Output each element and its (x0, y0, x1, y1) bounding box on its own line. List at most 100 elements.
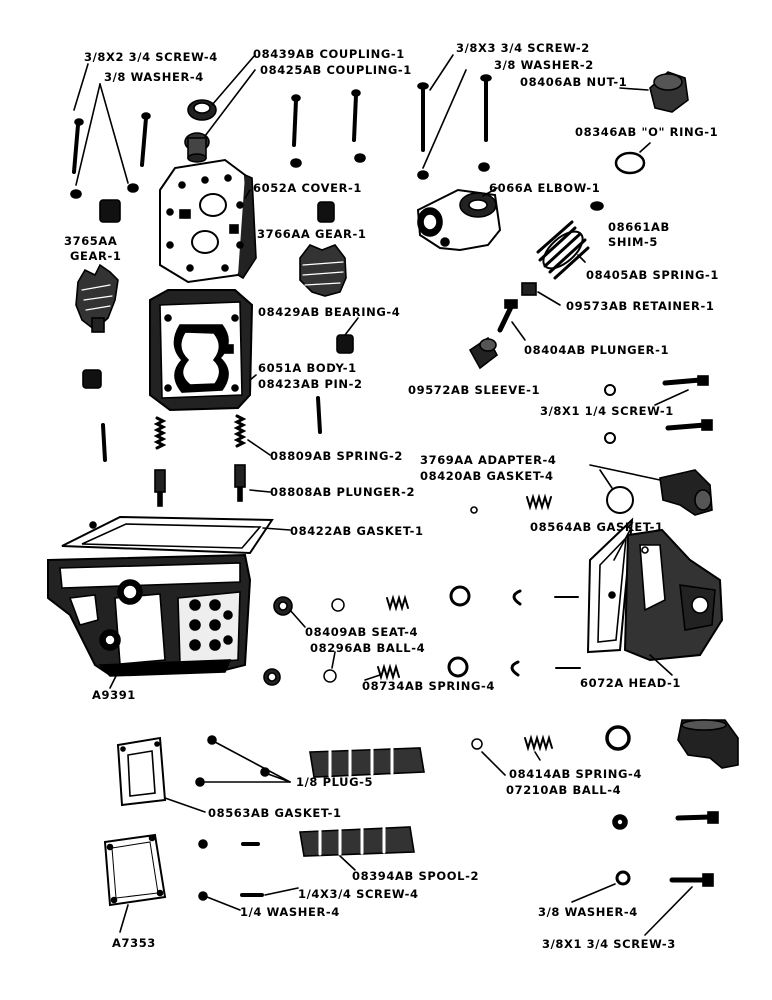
screw-part (140, 112, 151, 167)
label-retainer-09573: 09573AB RETAINER-1 (566, 299, 715, 313)
label-plunger-08404: 08404AB PLUNGER-1 (524, 343, 670, 357)
label-nut-08406: 08406AB NUT-1 (520, 75, 628, 89)
label-cover-6052: 6052A COVER-1 (253, 181, 363, 195)
gasket-part (586, 517, 634, 654)
screw-part (675, 811, 719, 824)
coupling-part (184, 132, 210, 163)
label-spool-08394: 08394AB SPOOL-2 (352, 869, 480, 883)
spring-part (377, 493, 553, 752)
head-part (623, 528, 724, 662)
spool-part (299, 747, 425, 857)
washer-part (354, 153, 366, 163)
ball-part (471, 738, 483, 750)
label-washer-38-2: 3/8 WASHER-2 (494, 58, 594, 72)
o-ring-part (447, 656, 469, 678)
label-screw-38x234: 3/8X2 3/4 SCREW-4 (84, 50, 218, 64)
washer-part (290, 158, 302, 168)
clip-part (512, 589, 522, 606)
washer-part (127, 183, 139, 193)
label-plug-18: 1/8 PLUG-5 (296, 775, 374, 789)
label-shim-part-number: 08661AB (608, 220, 670, 234)
label-screw-38x334: 3/8X3 3/4 SCREW-2 (456, 41, 590, 55)
o-ring-part (614, 151, 646, 175)
screw-part (351, 89, 361, 142)
screw-part (291, 94, 301, 147)
cover-plate-part (103, 833, 167, 907)
plunger-part (154, 464, 246, 507)
label-seat-08409: 08409AB SEAT-4 (305, 625, 419, 639)
label-gear-3765-qty: GEAR-1 (70, 249, 122, 263)
label-spring-08405: 08405AB SPRING-1 (586, 268, 719, 282)
label-a9391: A9391 (92, 688, 136, 702)
label-gear-3766: 3766AA GEAR-1 (257, 227, 367, 241)
nut-part (649, 71, 689, 113)
label-washer-38: 3/8 WASHER-4 (104, 70, 204, 84)
label-washer-38-4b: 3/8 WASHER-4 (538, 905, 638, 919)
sleeve-part (468, 336, 499, 370)
clip-part (510, 660, 520, 677)
washer-part (417, 170, 429, 180)
label-pin-08423: 08423AB PIN-2 (258, 377, 363, 391)
shim-part (590, 201, 604, 211)
cover-part (159, 158, 257, 284)
label-spring-08414: 08414AB SPRING-4 (509, 767, 642, 781)
spring-part (536, 220, 590, 280)
retainer-part (521, 282, 537, 296)
screw-part (480, 74, 492, 142)
label-elbow-6066: 6066A ELBOW-1 (489, 181, 601, 195)
o-ring-part (605, 725, 631, 751)
ball-part (331, 598, 345, 612)
coupling-part (187, 99, 217, 121)
screw-part (72, 118, 84, 174)
screw-part (240, 842, 264, 897)
label-spring-08809: 08809AB SPRING-2 (270, 449, 403, 463)
label-gasket-08420: 08420AB GASKET-4 (420, 469, 554, 483)
label-adapter-3769: 3769AA ADAPTER-4 (420, 453, 557, 467)
label-gear-3765-part-number: 3765AA (64, 234, 118, 248)
label-ball-07210: 07210AB BALL-4 (506, 783, 622, 797)
label-gasket-08563: 08563AB GASKET-1 (208, 806, 342, 820)
label-plunger-08808: 08808AB PLUNGER-2 (270, 485, 416, 499)
adapter-part (677, 719, 739, 769)
gasket-part (61, 515, 274, 555)
screw-part (662, 375, 709, 386)
label-washer-14: 1/4 WASHER-4 (240, 905, 340, 919)
bearing-part (82, 369, 102, 389)
label-bearing-08429: 08429AB BEARING-4 (258, 305, 401, 319)
label-head-6072: 6072A HEAD-1 (580, 676, 682, 690)
adapter-part (659, 469, 713, 516)
gear-part (299, 201, 347, 297)
label-screw-38x114: 3/8X1 1/4 SCREW-1 (540, 404, 674, 418)
label-a7353: A7353 (112, 936, 156, 950)
screw-part (665, 419, 713, 431)
label-screw-38x134: 3/8X1 3/4 SCREW-3 (542, 937, 676, 951)
spring-part (153, 414, 247, 450)
body-part (149, 289, 254, 412)
label-coupling-08425: 08425AB COUPLING-1 (260, 63, 412, 77)
pin-part (101, 423, 107, 462)
gasket-part (116, 736, 167, 807)
label-screw-14x34: 1/4X3/4 SCREW-4 (298, 887, 419, 901)
label-gasket-08422: 08422AB GASKET-1 (290, 524, 424, 538)
label-shim-qty: SHIM-5 (608, 235, 659, 249)
housing-part (47, 553, 252, 677)
label-body-6051: 6051A BODY-1 (258, 361, 357, 375)
pin-part (316, 396, 322, 434)
label-ball-08296: 08296AB BALL-4 (310, 641, 426, 655)
seat-part (263, 596, 293, 686)
label-oring-08346: 08346AB "O" RING-1 (575, 125, 719, 139)
ball-part (323, 669, 337, 683)
label-gasket-08564: 08564AB GASKET-1 (530, 520, 664, 534)
elbow-part (416, 188, 502, 252)
gear-part (75, 199, 121, 333)
screw-part (669, 873, 714, 887)
washer-part (70, 189, 82, 199)
bearing-part (336, 334, 354, 354)
plunger-part (497, 299, 518, 333)
o-ring-part (449, 585, 471, 607)
washer-part (478, 162, 490, 172)
gasket-part (606, 486, 634, 514)
label-coupling-08439: 08439AB COUPLING-1 (253, 47, 405, 61)
